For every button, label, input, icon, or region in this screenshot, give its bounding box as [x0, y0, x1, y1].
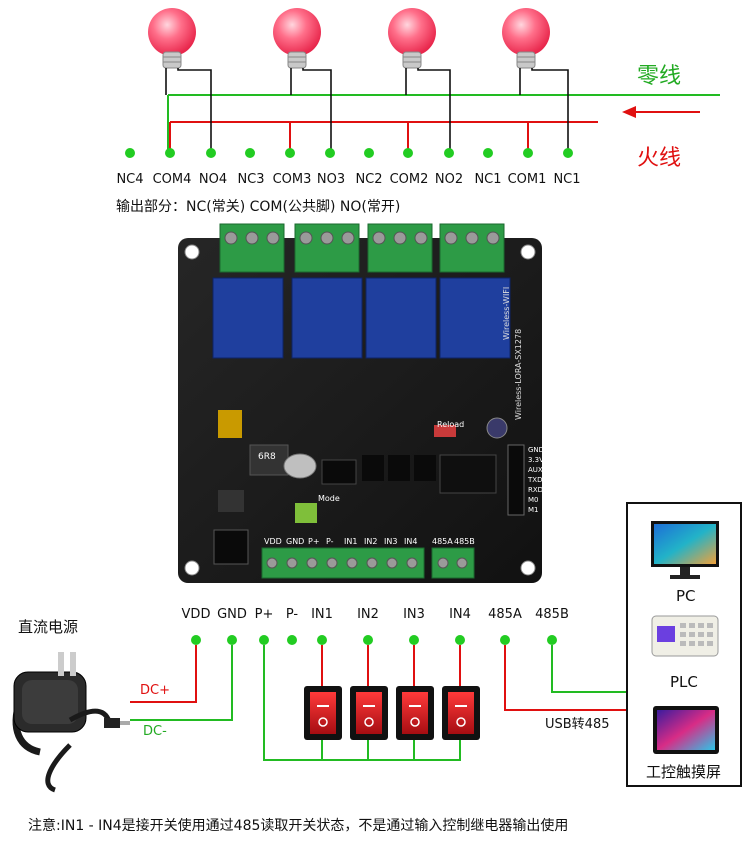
board-components — [213, 410, 525, 565]
relay-terminal-label: COM2 — [389, 172, 429, 187]
board-silk-pin: 3.3V — [528, 456, 544, 464]
relay-terminal-label: NC4 — [116, 172, 144, 187]
board-terminal-label: GND — [286, 537, 305, 546]
relay-output-note: 输出部分：NC(常关) COM(公共脚) NO(常开) — [116, 199, 401, 215]
plc-icon — [651, 615, 719, 657]
board-silk-wifi: Wireless-WIFI — [502, 286, 511, 340]
bulb-3 — [388, 8, 436, 69]
dc-plus-label: DC+ — [140, 683, 170, 698]
bulb-wires — [165, 68, 569, 150]
power-adapter — [12, 652, 130, 793]
relay-terminal-label: NO4 — [198, 172, 228, 187]
input-terminal-label: P+ — [254, 607, 274, 622]
input-terminal-label: P- — [285, 607, 299, 622]
board-silk-pin: GND — [528, 446, 545, 454]
live-line-label: 火线 — [637, 146, 682, 171]
device-label-plc: PLC — [670, 673, 698, 691]
board-silk-pin: M0 — [528, 496, 539, 504]
relay-terminal-label: COM3 — [272, 172, 312, 187]
board-terminal-label: IN3 — [384, 537, 398, 546]
neutral-line — [167, 94, 720, 150]
board-terminal-label: P- — [326, 537, 334, 546]
relay-terminal-label: NC3 — [237, 172, 265, 187]
device-label-pc: PC — [676, 587, 696, 605]
board-terminal-label: IN1 — [344, 537, 358, 546]
relay-terminal-label: NO3 — [316, 172, 346, 187]
board-silk-pin: RXD — [528, 486, 544, 494]
board-silk-lora: Wireless-LORA-SX1278 — [514, 328, 523, 420]
live-arrow — [622, 106, 700, 118]
board-silk-reload: Reload — [437, 420, 465, 429]
input-terminal-dots — [191, 635, 557, 645]
board-silk-pin: TXD — [528, 476, 543, 484]
bulb-4 — [502, 8, 550, 69]
input-terminal-label: 485B — [535, 607, 569, 622]
board-terminal-label: IN2 — [364, 537, 378, 546]
board-terminal-label: 485B — [454, 537, 475, 546]
relay-terminal-dots — [125, 148, 573, 158]
monitor-icon — [651, 521, 719, 579]
switch-wires — [263, 645, 461, 761]
input-terminal-label: IN4 — [449, 607, 471, 622]
board-terminal-label: IN4 — [404, 537, 418, 546]
board-terminal-label: 485A — [432, 537, 453, 546]
board-silk-pin: AUX — [528, 466, 543, 474]
input-terminal-label: 485A — [488, 607, 522, 622]
input-terminal-label: GND — [217, 607, 247, 622]
relay-terminal-label: NC1 — [474, 172, 502, 187]
rocker-switches — [304, 686, 480, 740]
touchscreen-icon — [653, 706, 719, 754]
input-terminal-label: IN1 — [311, 607, 333, 622]
relay-terminal-label: COM4 — [152, 172, 192, 187]
board-silk-pin: M1 — [528, 506, 539, 514]
live-line — [169, 121, 598, 150]
input-terminal-label: VDD — [181, 607, 211, 622]
input-terminal-label: IN3 — [403, 607, 425, 622]
footnote: 注意:IN1 - IN4是接开关使用通过485读取开关状态，不是通过输入控制继电… — [28, 818, 569, 834]
dc-wires — [130, 645, 233, 721]
relay-terminal-blocks — [219, 223, 505, 273]
device-label-touchscreen: 工控触摸屏 — [646, 763, 722, 781]
power-label: 直流电源 — [18, 618, 79, 636]
neutral-line-label: 零线 — [637, 64, 682, 89]
board-silk-inductor: 6R8 — [258, 452, 276, 462]
relay-terminal-label: NO2 — [434, 172, 464, 187]
relay-terminal-label: NC2 — [355, 172, 383, 187]
board-terminal-label: P+ — [308, 537, 320, 546]
dc-minus-label: DC- — [143, 724, 167, 739]
board-terminal-label: VDD — [264, 537, 282, 546]
usb485-label: USB转485 — [545, 717, 610, 732]
relays — [212, 277, 511, 359]
board-silk-mode: Mode — [318, 494, 340, 503]
bulb-1 — [148, 8, 196, 69]
input-terminal-block — [261, 547, 475, 579]
relay-terminal-label: COM1 — [507, 172, 547, 187]
rs485-wires — [504, 645, 627, 711]
relay-terminal-label: NC1 — [553, 172, 581, 187]
bulb-2 — [273, 8, 321, 69]
input-terminal-label: IN2 — [357, 607, 379, 622]
